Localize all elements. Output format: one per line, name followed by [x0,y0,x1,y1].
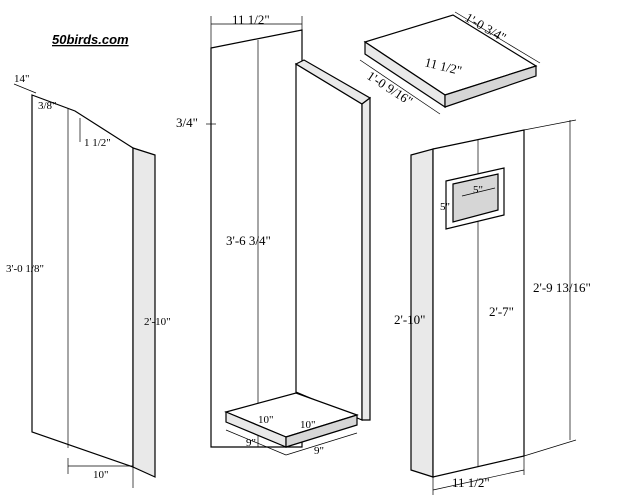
side-dim-width: 10" [93,469,109,481]
roof-dim-depth-line [454,11,541,64]
side-dim-top-line [13,83,37,94]
entrance-hole [452,173,499,223]
back-dim-thickness: 3/4" [176,115,198,130]
inner-side-wall [295,62,363,421]
back-dim-width: 11 1/2" [232,12,270,27]
front-panel: 5" 5" 2'-10" 2'-7" 2'-9 13/16" 11 1/2" [394,119,591,495]
front-dim-width: 11 1/2" [452,475,490,490]
hole-dim-height: 5" [440,201,450,213]
side-panel: 14" 3/8" 1 1/2" 3'-0 1/8" 2'-10" 10" [6,73,171,488]
front-dim-total-tick-top [523,119,577,131]
floor-dim-a: 10" [258,414,274,426]
front-dim-height-inner: 2'-7" [489,304,514,319]
front-dim-height-total: 2'-9 13/16" [533,280,591,295]
roof: 1'-0 3/4" 11 1/2" 1'-0 9/16" [359,10,541,115]
back-board [210,29,303,448]
front-dim-width-line [432,469,525,491]
floor-dim-c: 9" [246,437,256,449]
roof-side-edge [444,65,537,108]
back-assembly: 11 1/2" 3/4" 3'-6 3/4" 10" 10" 9" 9" [176,12,372,457]
front-dim-height-outer: 2'-10" [394,312,425,327]
inner-side-edge [361,96,371,421]
hole-dim-width: 5" [473,184,483,196]
back-dim-height: 3'-6 3/4" [226,233,271,248]
side-dim-height-back: 2'-10" [144,316,171,328]
floor-dim-d: 9" [314,445,324,457]
side-panel-edge [132,147,156,478]
side-dim-slope: 1 1/2" [84,137,111,149]
floor-dim-d-line [285,432,358,456]
logo-text: 50birds.com [52,32,129,47]
side-dim-top: 14" [14,73,30,85]
roof-dim-side-line [359,59,441,115]
side-panel-face [31,94,134,468]
side-dim-drop: 3/8" [38,100,57,112]
floor-side-edge [285,414,358,448]
side-dim-height-front: 3'-0 1/8" [6,263,44,275]
floor-dim-b: 10" [300,419,316,431]
front-dim-total-tick-bottom [523,439,577,457]
floor-dim-c-line [225,429,287,456]
hole-dim-width-line [461,187,496,197]
